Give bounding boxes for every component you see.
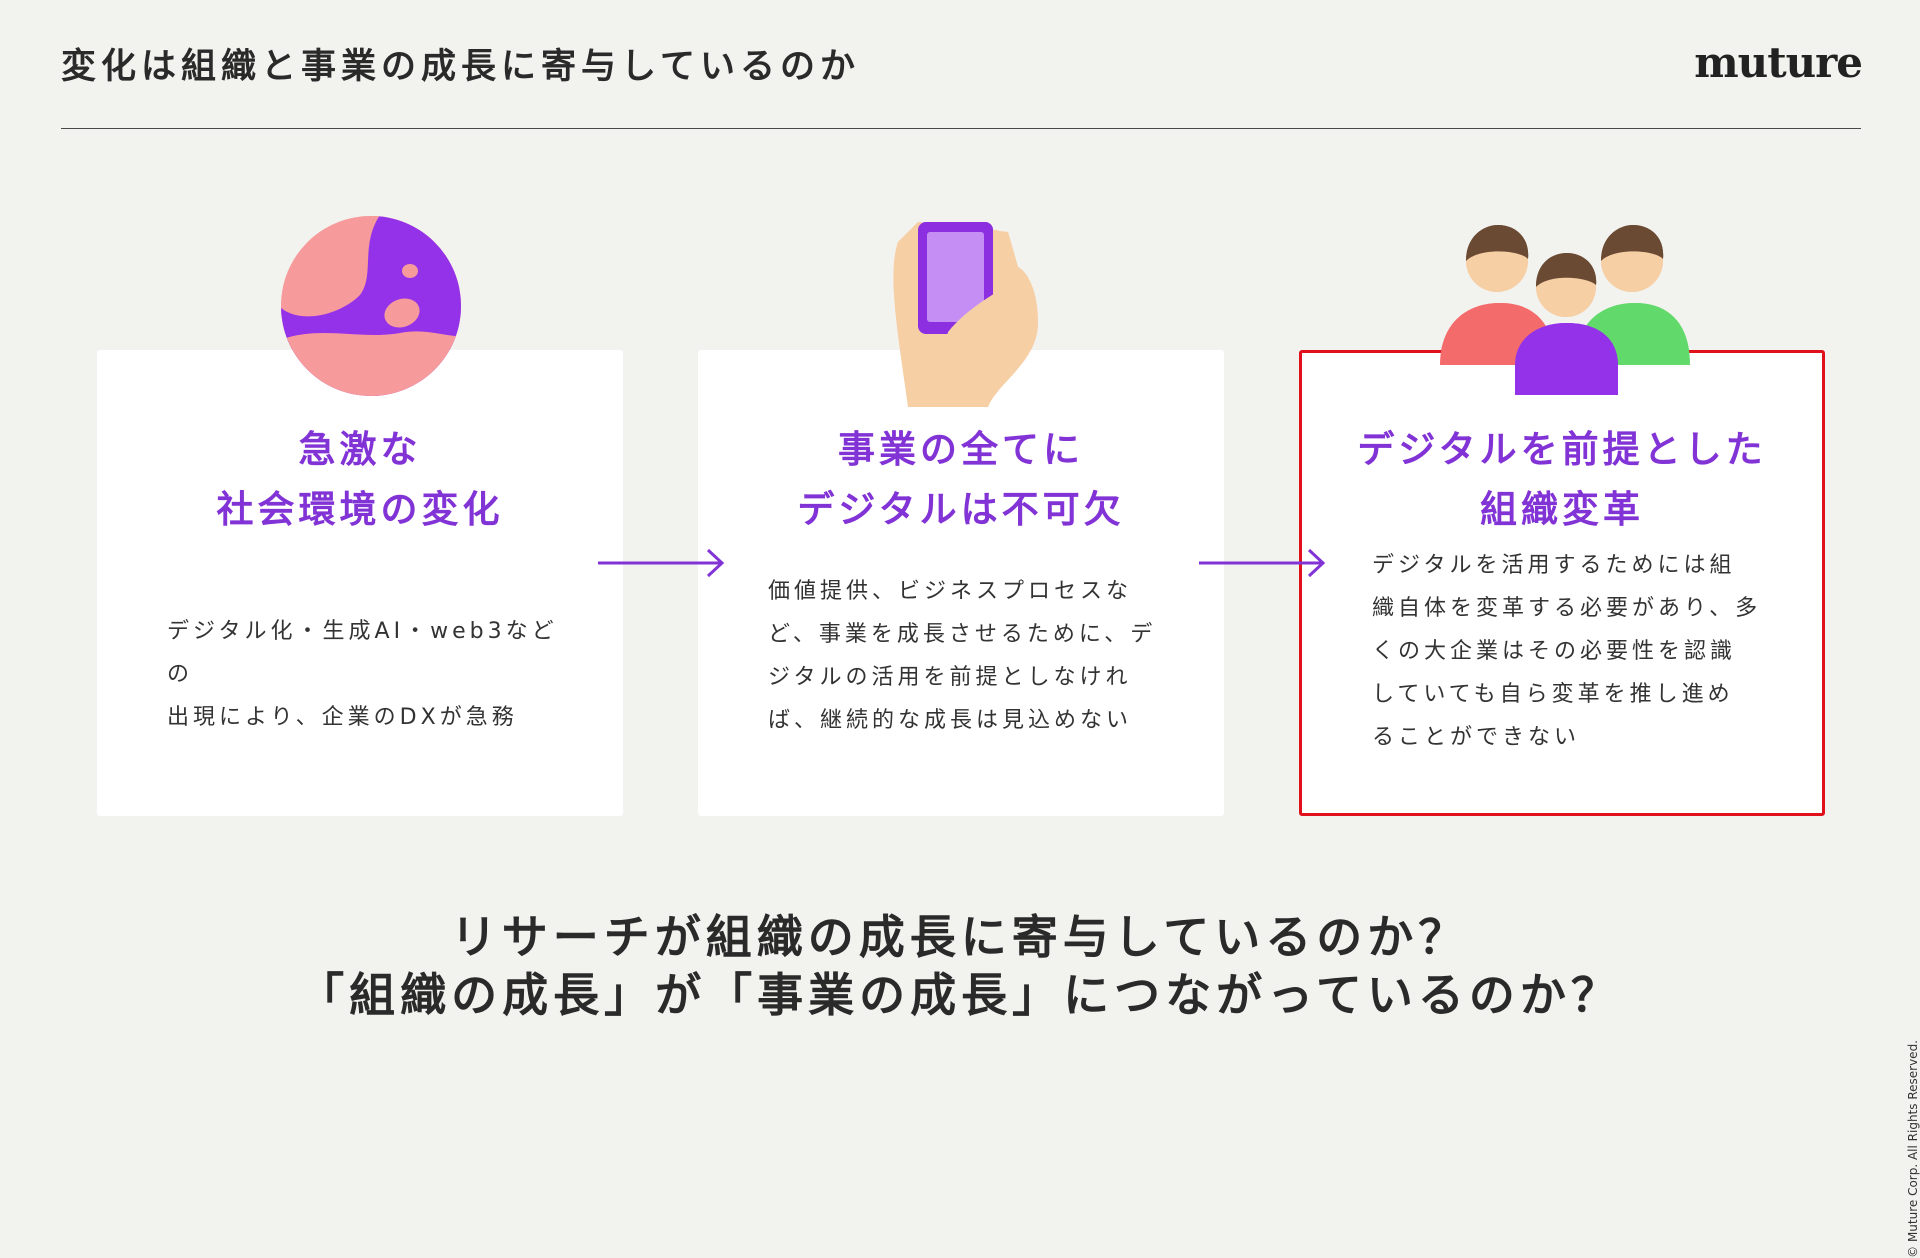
header-divider [61, 128, 1861, 129]
card-body: デジタルを活用するためには組 織自体を変革する必要があり、多 くの大企業はその必… [1372, 553, 1762, 750]
card-body: 価値提供、ビジネスプロセスな ど、事業を成長させるために、デ ジタルの活用を前提… [768, 579, 1157, 733]
question-research-growth: リサーチが組織の成長に寄与しているのか？ [450, 910, 1470, 964]
card-digital-essential: 事業の全てに デジタルは不可欠 価値提供、ビジネスプロセスな ど、事業を成長させ… [698, 350, 1224, 816]
card-org-transformation: デジタルを前提とした 組織変革 デジタルを活用するためには組 織自体を変革する必… [1299, 350, 1825, 816]
card-social-change: 急激な 社会環境の変化 デジタル化・生成AI・web3などの 出現により、企業の… [97, 350, 623, 816]
globe-icon-overlay [281, 216, 461, 396]
card-heading: 急激な 社会環境の変化 [216, 428, 504, 531]
people-group-icon-overlay [1440, 225, 1690, 395]
copyright-notice: © Muture Corp. All Rights Reserved. [1906, 1040, 1920, 1258]
card-heading: デジタルを前提とした 組織変革 [1357, 428, 1767, 531]
smartphone-icon-overlay [893, 222, 1038, 407]
arrow-right-icon [598, 548, 725, 578]
arrow-right-icon [1199, 548, 1326, 578]
card-heading: 事業の全てに デジタルは不可欠 [797, 428, 1125, 531]
question-org-business-growth: 「組織の成長」が「事業の成長」につながっているのか？ [298, 968, 1622, 1022]
card-body: デジタル化・生成AI・web3などの 出現により、企業のDXが急務 [167, 619, 558, 730]
page-title: 変化は組織と事業の成長に寄与しているのか [61, 47, 860, 87]
muture-logo: muture [1694, 38, 1863, 87]
